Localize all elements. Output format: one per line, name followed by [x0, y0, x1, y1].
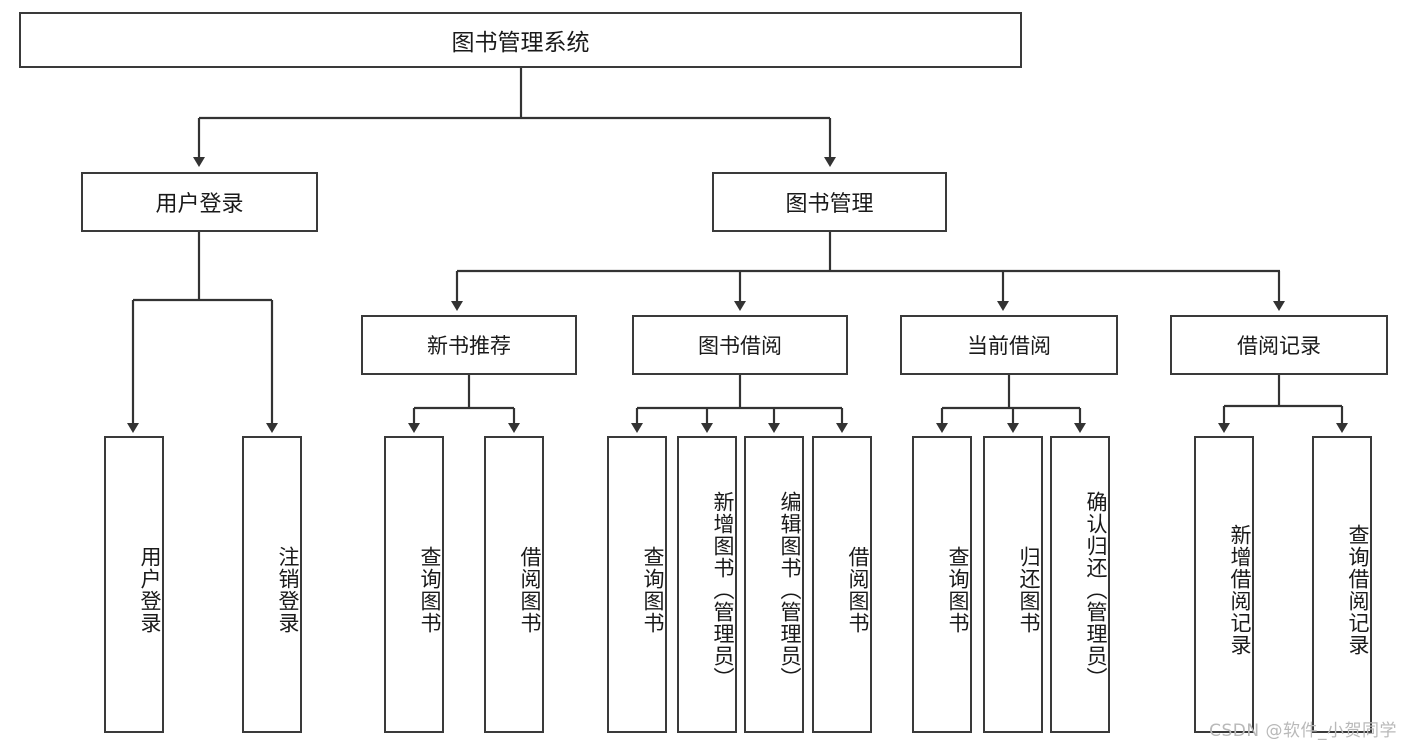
node-user-login[interactable]: 用户登录 [81, 172, 318, 232]
node-label: 借阅图书 [846, 545, 870, 634]
leaf-book-borrow-query[interactable]: 查询图书 [607, 436, 667, 733]
leaf-new-book-query[interactable]: 查询图书 [384, 436, 444, 733]
node-label: 借阅记录 [1237, 334, 1321, 358]
leaf-current-borrow-query[interactable]: 查询图书 [912, 436, 972, 733]
watermark-text: CSDN @软件_小贺同学 [1209, 721, 1397, 741]
node-label: 新增图书（管理员） [711, 490, 735, 689]
leaf-new-book-borrow[interactable]: 借阅图书 [484, 436, 544, 733]
node-label: 用户登录 [138, 545, 162, 634]
node-book-borrow[interactable]: 图书借阅 [632, 315, 848, 375]
node-label: 新书推荐 [427, 334, 511, 358]
node-label: 确认归还（管理员） [1084, 490, 1108, 689]
node-label: 图书管理 [785, 192, 874, 217]
leaf-book-borrow-edit[interactable]: 编辑图书（管理员） [744, 436, 804, 733]
node-label: 查询图书 [946, 545, 970, 634]
leaf-borrow-record-query[interactable]: 查询借阅记录 [1312, 436, 1372, 733]
node-label: 当前借阅 [967, 334, 1051, 358]
node-new-book-recommend[interactable]: 新书推荐 [361, 315, 577, 375]
node-label: 图书借阅 [698, 334, 782, 358]
leaf-user-login-login[interactable]: 用户登录 [104, 436, 164, 733]
node-borrow-record[interactable]: 借阅记录 [1170, 315, 1388, 375]
node-label: 图书管理系统 [451, 30, 590, 56]
node-label: 借阅图书 [518, 545, 542, 634]
leaf-book-borrow-add[interactable]: 新增图书（管理员） [677, 436, 737, 733]
node-label: 查询借阅记录 [1346, 523, 1370, 656]
leaf-user-login-logout[interactable]: 注销登录 [242, 436, 302, 733]
leaf-current-borrow-confirm-return[interactable]: 确认归还（管理员） [1050, 436, 1110, 733]
node-label: 归还图书 [1017, 545, 1041, 634]
node-label: 查询图书 [418, 545, 442, 634]
node-label: 用户登录 [155, 192, 244, 217]
node-label: 查询图书 [641, 545, 665, 634]
node-label: 编辑图书（管理员） [778, 490, 802, 689]
node-current-borrow[interactable]: 当前借阅 [900, 315, 1118, 375]
node-book-management[interactable]: 图书管理 [712, 172, 947, 232]
leaf-borrow-record-add[interactable]: 新增借阅记录 [1194, 436, 1254, 733]
node-root-system[interactable]: 图书管理系统 [19, 12, 1022, 68]
leaf-current-borrow-return[interactable]: 归还图书 [983, 436, 1043, 733]
leaf-book-borrow-borrow[interactable]: 借阅图书 [812, 436, 872, 733]
node-label: 注销登录 [276, 545, 300, 634]
node-label: 新增借阅记录 [1228, 523, 1252, 656]
